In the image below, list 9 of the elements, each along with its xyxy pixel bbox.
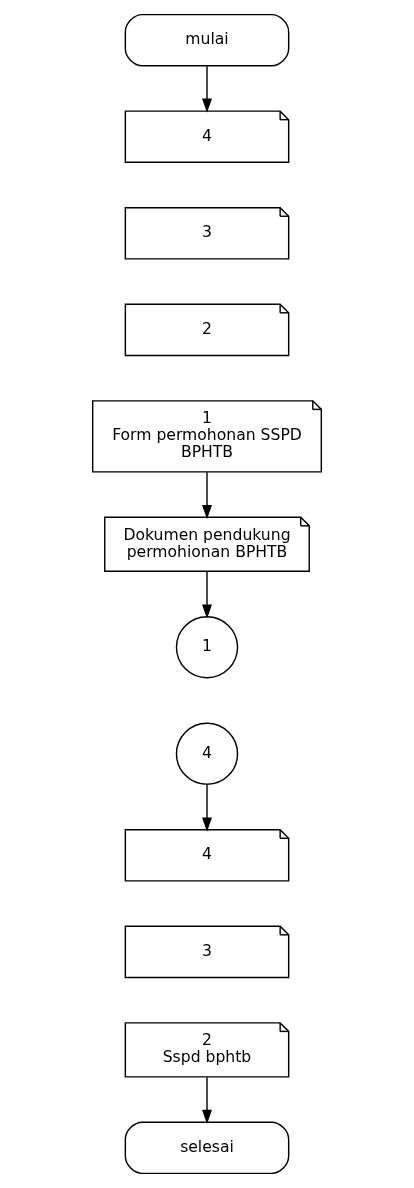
arrow [202,1076,212,1124]
arrow [202,784,212,832]
node-box: mulai [124,13,290,67]
node-circle: 4 [175,722,239,785]
node-box: selesai [124,1121,290,1175]
arrow [202,570,212,619]
node-circle: 1 [175,616,239,679]
arrow [202,65,212,113]
arrow [202,471,212,520]
